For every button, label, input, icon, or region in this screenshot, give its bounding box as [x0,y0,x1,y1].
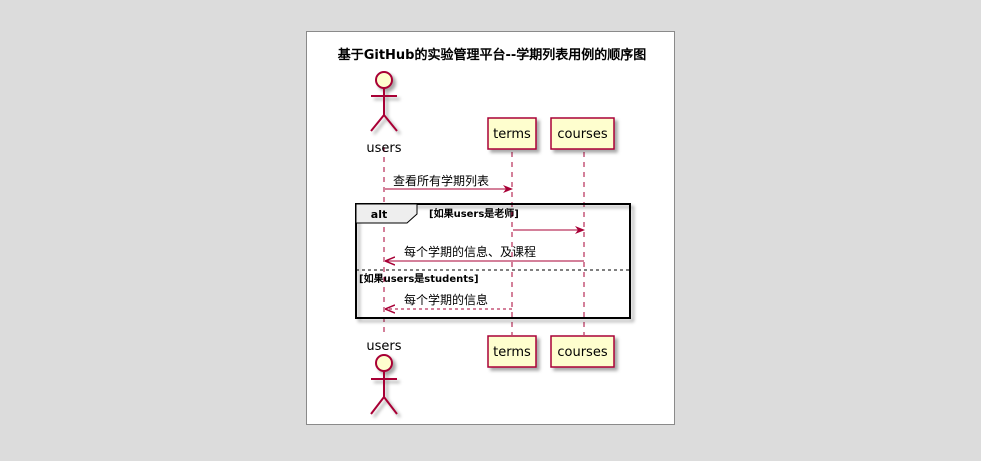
message-3-label: 每个学期的信息、及课程 [404,244,536,259]
participant-courses-top: courses [550,117,615,150]
alt-guard-1: [如果users是老师] [429,207,519,220]
actor-users-top: users [366,71,402,156]
sequence-diagram: 基于GitHub的实验管理平台--学期列表用例的顺序图 users te [337,47,647,415]
participant-courses-bottom: courses [550,335,615,368]
message-4-label: 每个学期的信息 [404,292,488,307]
participant-label-courses-top: courses [557,127,607,142]
alt-fragment: alt [如果users是老师] [如果users是students] [355,203,631,319]
participant-terms-top: terms [487,117,537,150]
participant-label-courses-bottom: courses [557,345,607,360]
alt-keyword: alt [371,208,387,221]
alt-tab [355,203,418,224]
diagram-canvas: 基于GitHub的实验管理平台--学期列表用例的顺序图 users te [306,31,675,425]
message-3: 每个学期的信息、及课程 [386,244,584,261]
actor-users-bottom: users [366,339,402,415]
message-1: 查看所有学期列表 [385,173,513,193]
alt-guard-2: [如果users是students] [359,272,479,285]
participant-terms-bottom: terms [487,335,537,368]
actor-icon [370,71,398,132]
message-4: 每个学期的信息 [386,292,512,309]
actor-icon [370,354,398,415]
message-1-label: 查看所有学期列表 [393,173,489,188]
actor-label-users-bottom: users [366,339,401,354]
participant-label-terms-top: terms [493,127,531,142]
actor-label-users-top: users [366,141,401,156]
participant-label-terms-bottom: terms [493,345,531,360]
diagram-title: 基于GitHub的实验管理平台--学期列表用例的顺序图 [337,47,647,63]
